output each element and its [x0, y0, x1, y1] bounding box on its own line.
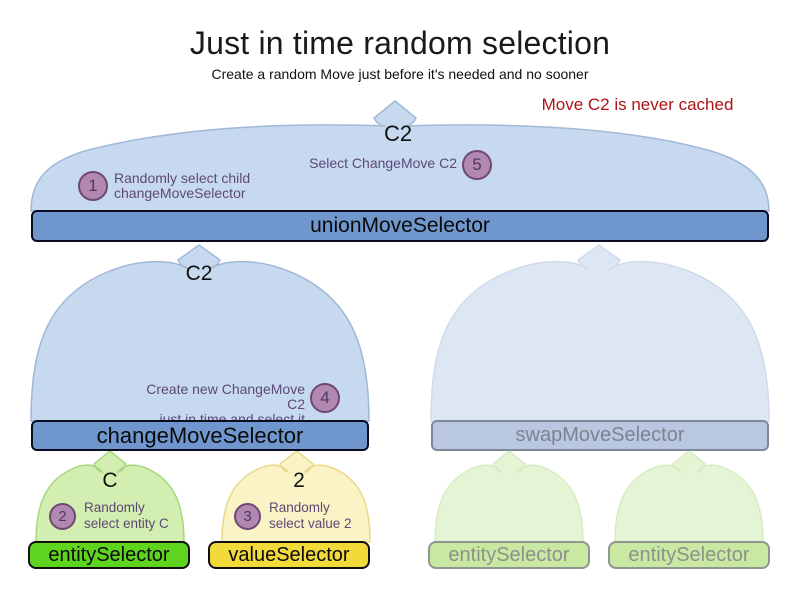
change-funnel-shape [30, 244, 370, 422]
cache-note: Move C2 is never cached [541, 95, 734, 114]
page-subtitle: Create a random Move just before it's ne… [211, 66, 589, 82]
swap-move-selector-label: swapMoveSelector [515, 424, 685, 446]
flow-label-union-c2: C2 [383, 121, 413, 146]
step-4-text-line1: Create new ChangeMove C2 [146, 381, 305, 412]
step-1-text-line1: Randomly select child [114, 170, 251, 186]
step-5-text: Select ChangeMove C2 [309, 155, 457, 171]
change-move-selector-label: changeMoveSelector [96, 422, 304, 448]
step-3-text-line2: select value 2 [269, 516, 352, 531]
value-selector-bar: valueSelector [208, 541, 370, 569]
entity-faded-right-funnel-shape [614, 450, 764, 543]
step-5-number: 5 [472, 155, 482, 174]
step-2-text-line1: Randomly [84, 500, 145, 515]
swap-funnel-shape [430, 244, 770, 422]
union-move-selector-bar: unionMoveSelector [31, 210, 769, 242]
union-funnel-shape [30, 100, 770, 212]
value-selector-label: valueSelector [228, 543, 350, 566]
step-1-text-line2: changeMoveSelector [114, 185, 246, 201]
step-2-number: 2 [58, 508, 67, 525]
flow-label-value-2: 2 [293, 469, 305, 492]
step-3-badge: 3 [234, 503, 261, 530]
step-1-number: 1 [88, 176, 98, 195]
flow-label-entity-c: C [102, 469, 118, 492]
step-3-number: 3 [243, 508, 252, 525]
entity-faded-left-funnel-shape [434, 450, 584, 543]
entity-selector-faded-right-label: entitySelector [628, 543, 750, 566]
step-4-number: 4 [320, 388, 330, 407]
entity-selector-label: entitySelector [48, 543, 170, 566]
entity-selector-bar: entitySelector [28, 541, 190, 569]
union-move-selector-label: unionMoveSelector [310, 214, 490, 237]
change-move-selector-bar: changeMoveSelector [31, 420, 369, 451]
step-2-badge: 2 [49, 503, 76, 530]
step-4-badge: 4 [310, 383, 340, 413]
entity-selector-faded-left-bar: entitySelector [428, 541, 590, 569]
flow-label-change-c2: C2 [185, 262, 213, 285]
step-3-text-line1: Randomly [269, 500, 330, 515]
step-5-badge: 5 [462, 150, 492, 180]
entity-selector-faded-left-label: entitySelector [448, 543, 570, 566]
step-1-badge: 1 [78, 171, 108, 201]
entity-selector-faded-right-bar: entitySelector [608, 541, 770, 569]
step-2-text-line2: select entity C [84, 516, 169, 531]
page-title: Just in time random selection [189, 25, 611, 61]
swap-move-selector-bar: swapMoveSelector [431, 420, 769, 451]
